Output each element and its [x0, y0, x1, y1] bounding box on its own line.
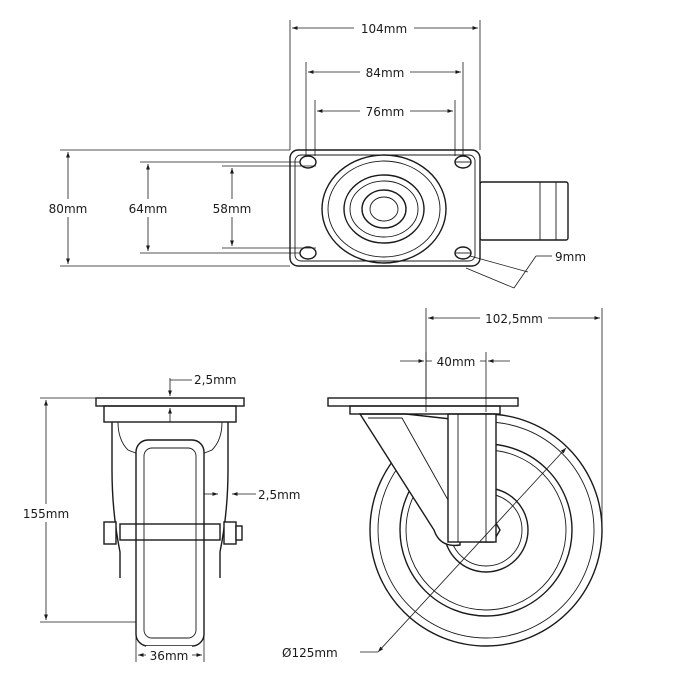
- axle: [119, 523, 221, 541]
- front-plate: [95, 397, 245, 407]
- side-stem: [447, 413, 497, 543]
- axle-nut-right: [223, 521, 237, 545]
- label-wheel-width: 36mm: [150, 649, 189, 663]
- side-view: 102,5mm 40mm Ø125mm: [282, 308, 603, 660]
- label-hole-size: 9mm: [555, 250, 586, 264]
- label-height-inner: 58mm: [213, 202, 252, 216]
- front-wheel: [135, 439, 205, 647]
- side-plate: [327, 397, 519, 407]
- label-total-height: 155mm: [23, 507, 69, 521]
- label-height-outer: 64mm: [129, 202, 168, 216]
- label-width-overall: 104mm: [361, 22, 407, 36]
- label-hole-spacing-inner: 76mm: [366, 105, 405, 119]
- label-stem-width: 40mm: [437, 355, 476, 369]
- top-view: 104mm 84mm 76mm 80mm 64mm 58mm 9mm: [40, 19, 586, 289]
- label-fork-thickness: 2,5mm: [258, 488, 300, 502]
- mounting-plate: [289, 149, 481, 267]
- fork-right: [219, 422, 229, 578]
- fork-left: [111, 422, 121, 578]
- label-height-overall: 80mm: [49, 202, 88, 216]
- stem-silhouette: [479, 181, 569, 241]
- label-wheel-diameter: Ø125mm: [282, 646, 338, 660]
- king-pin-bearing: [321, 154, 447, 264]
- label-hole-spacing-outer: 84mm: [366, 66, 405, 80]
- label-plate-thickness: 2,5mm: [194, 373, 236, 387]
- dimension-line-125mm: [377, 447, 567, 653]
- axle-nut-left: [103, 521, 117, 545]
- label-offset: 102,5mm: [485, 312, 543, 326]
- front-view: 155mm 36mm 2,5mm 2,5mm: [18, 373, 300, 664]
